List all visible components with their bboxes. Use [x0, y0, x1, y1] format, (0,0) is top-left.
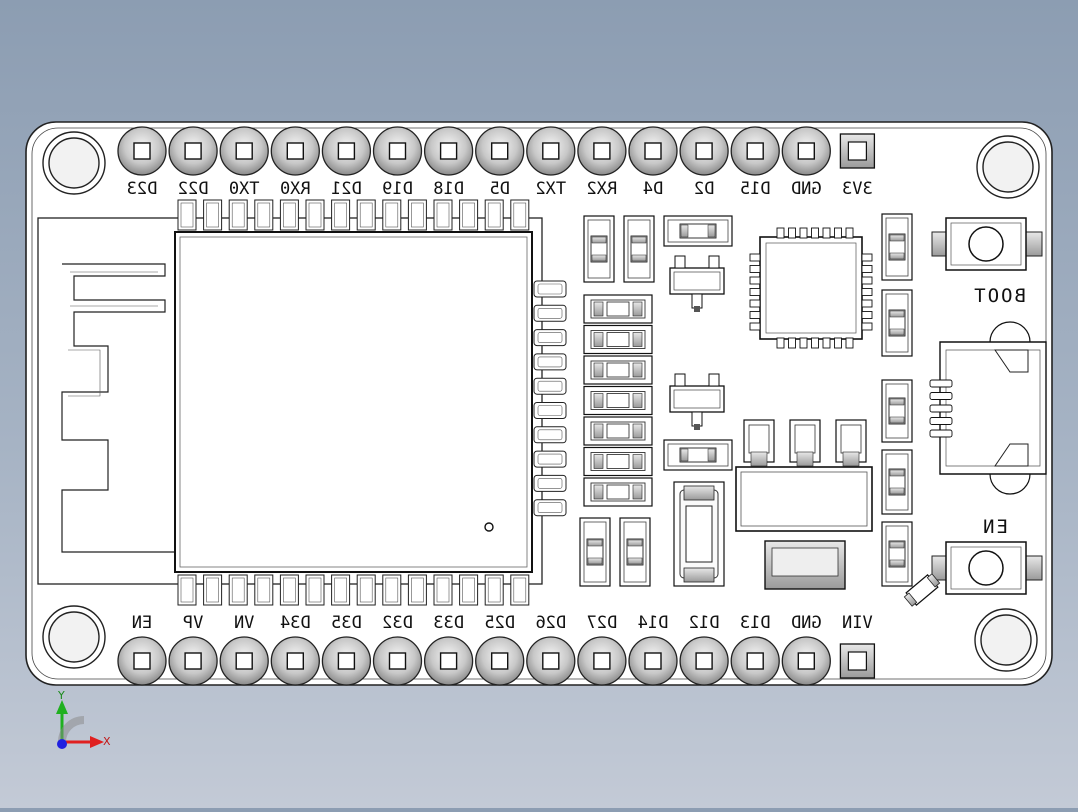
y-axis-label: Y: [57, 689, 65, 702]
bottom-pin-vp: [168, 636, 218, 686]
top-pin-d2: [679, 126, 729, 176]
bottom-label-vin: VIN: [842, 613, 873, 633]
top-pin-d15: [730, 126, 780, 176]
top-label-d22: D22: [178, 179, 209, 199]
top-pin-d19: [372, 126, 423, 176]
bottom-pin-labels: EN VP VN D34 D35 D32 D33 D25 D26 D27 D14 D12 D13 GND V…: [132, 613, 873, 633]
pin1-marker: [484, 522, 494, 532]
top-label-rx0: RX0: [280, 179, 311, 199]
micro-usb-connector: [929, 321, 1047, 495]
en-button[interactable]: [931, 541, 1043, 595]
large-diode: [673, 481, 725, 587]
top-pin-labels: D23 D22 TX0 RX0 D21 D19 D18 D5 TX2 RX2 D4 D2 D15 GND 3…: [127, 179, 873, 199]
voltage-regulator: [735, 419, 873, 590]
top-pin-header: [117, 126, 876, 176]
top-label-tx2: TX2: [535, 179, 566, 199]
rotated-led: [903, 573, 941, 607]
top-pin-d5: [475, 126, 525, 176]
top-label-tx0: TX0: [229, 179, 260, 199]
bottom-label-d26: D26: [535, 613, 566, 633]
top-pin-gnd: [781, 126, 831, 176]
bottom-label-vp: VP: [183, 613, 203, 633]
bottom-label-en: EN: [132, 613, 152, 633]
bottom-pin-d14: [628, 636, 678, 686]
bottom-label-d27: D27: [587, 613, 618, 633]
top-label-d18: D18: [433, 179, 464, 199]
esp32-wroom-module: [37, 199, 567, 606]
top-label-rx2: RX2: [587, 179, 618, 199]
axis-triad: Y X: [56, 689, 111, 749]
bottom-pin-d34: [270, 636, 320, 686]
top-label-d23: D23: [127, 179, 158, 199]
bottom-label-vn: VN: [234, 613, 254, 633]
bottom-pin-d33: [423, 636, 474, 686]
mounting-holes: [42, 131, 1040, 672]
top-pin-d22: [168, 126, 218, 176]
boot-button[interactable]: [931, 217, 1043, 271]
top-pin-d21: [321, 126, 372, 176]
bottom-pin-en: [117, 636, 167, 686]
bottom-pin-vin: [839, 643, 876, 679]
top-pin-tx2: [526, 126, 576, 176]
en-silkscreen-label: EN: [981, 516, 1008, 538]
top-label-d5: D5: [489, 179, 509, 199]
bottom-pin-d26: [526, 636, 576, 686]
top-label-d21: D21: [331, 179, 362, 199]
top-pin-3v3: [839, 133, 876, 169]
top-label-d2: D2: [694, 179, 714, 199]
bottom-label-d35: D35: [331, 613, 362, 633]
bottom-pin-header: [117, 636, 876, 686]
bottom-label-d32: D32: [382, 613, 413, 633]
bottom-label-d14: D14: [638, 613, 669, 633]
top-pin-d23: [117, 126, 167, 176]
bottom-pin-d35: [321, 636, 372, 686]
top-pin-tx0: [219, 126, 269, 176]
bottom-label-d25: D25: [484, 613, 515, 633]
bottom-pin-d25: [475, 636, 525, 686]
smd-passive-column: [583, 294, 653, 507]
x-axis-label: X: [103, 735, 111, 748]
top-label-3v3: 3V3: [842, 179, 873, 199]
bottom-pin-gnd: [781, 636, 831, 686]
usb-uart-qfn-chip: [749, 227, 873, 349]
bottom-label-d34: D34: [280, 613, 311, 633]
top-label-gnd: GND: [791, 179, 822, 199]
top-label-d15: D15: [740, 179, 771, 199]
top-pin-rx0: [270, 126, 320, 176]
top-label-d4: D4: [643, 179, 663, 199]
bottom-label-gnd: GND: [791, 613, 822, 633]
bottom-pin-vn: [219, 636, 269, 686]
module-castellations: [177, 199, 567, 606]
top-label-d19: D19: [382, 179, 413, 199]
small-smd-parts: [579, 213, 913, 587]
pcb-antenna-trace: [61, 263, 175, 553]
bottom-label-d33: D33: [433, 613, 464, 633]
top-pin-rx2: [577, 126, 627, 176]
boot-silkscreen-label: BOOT: [972, 285, 1026, 307]
top-pin-d18: [423, 126, 474, 176]
top-pin-d4: [628, 126, 678, 176]
bottom-label-d12: D12: [689, 613, 720, 633]
bottom-pin-d13: [730, 636, 780, 686]
rf-shield-can: [174, 231, 533, 573]
bottom-pin-d12: [679, 636, 729, 686]
bottom-pin-d32: [372, 636, 423, 686]
bottom-pin-d27: [577, 636, 627, 686]
bottom-label-d13: D13: [740, 613, 771, 633]
